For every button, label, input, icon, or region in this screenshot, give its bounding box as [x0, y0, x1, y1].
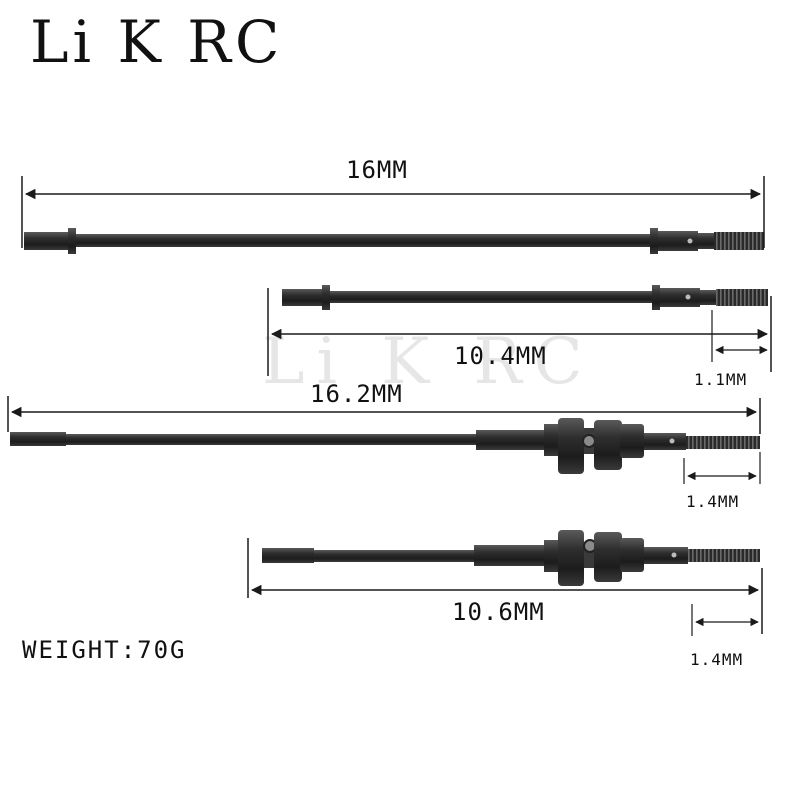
- weight-label: WEIGHT:70G: [22, 636, 187, 664]
- thread-label-shaft-2: 1.1MM: [694, 370, 748, 389]
- dimension-label-shaft-4: 10.6MM: [452, 598, 545, 626]
- shaft-1: [24, 228, 764, 254]
- shaft-3: [10, 418, 760, 474]
- dimension-label-shaft-3: 16.2MM: [310, 380, 403, 408]
- dimension-line-1: [21, 176, 765, 248]
- dimension-line-3: [7, 396, 761, 484]
- shaft-4: [262, 530, 760, 586]
- dimension-line-4: [247, 538, 763, 636]
- shaft-2: [282, 285, 768, 310]
- dimension-label-shaft-2: 10.4MM: [454, 342, 547, 370]
- brand-logo: Li K RC: [30, 8, 284, 76]
- thread-label-shaft-4: 1.4MM: [690, 650, 744, 669]
- dimension-line-2: [267, 288, 772, 376]
- dimension-label-shaft-1: 16MM: [346, 156, 408, 184]
- thread-label-shaft-3: 1.4MM: [686, 492, 740, 511]
